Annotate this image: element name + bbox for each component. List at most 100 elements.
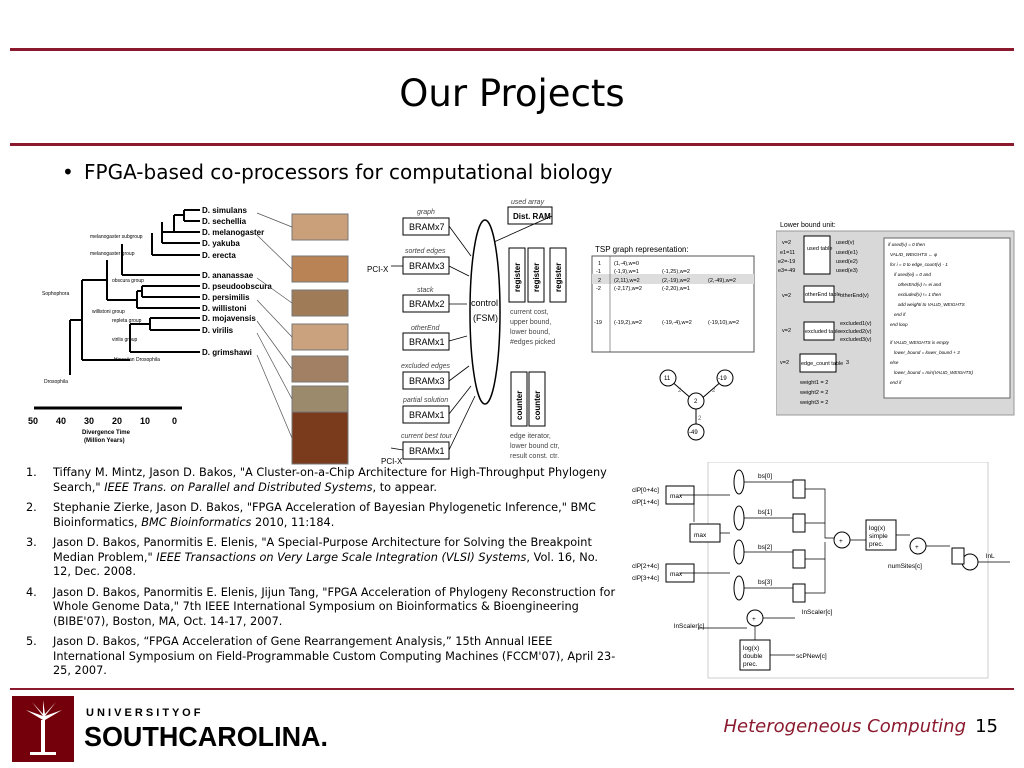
species-label: D. simulans [202, 206, 247, 215]
svg-text:e2=-19: e2=-19 [778, 259, 795, 265]
fly-image [292, 256, 348, 282]
reference-venue: IEEE Transactions on Very Large Scale In… [156, 551, 526, 564]
svg-text:weight1 = 2: weight1 = 2 [799, 380, 828, 386]
fly-image [292, 214, 348, 240]
reference-item: 2.Stephanie Zierke, Jason D. Bakos, "FPG… [26, 501, 616, 530]
bram-name: BRAMx1 [409, 410, 445, 420]
svg-text:(-2,20),w=1: (-2,20),w=1 [662, 286, 690, 292]
bram-caption: sorted edges [405, 248, 446, 255]
group-label: melanogaster group [90, 251, 135, 257]
reference-list: 1.Tiffany M. Mintz, Jason D. Bakos, "A C… [26, 466, 616, 685]
fpga-architecture-diagram: used array Dist. RAM graph BRAMx7 sorted… [365, 196, 587, 466]
page-number: 15 [975, 716, 998, 737]
fly-images [292, 214, 348, 464]
reference-item: 4.Jason D. Bakos, Panormitis E. Elenis, … [26, 586, 616, 630]
node-label: -49 [689, 430, 698, 436]
group-label: virilis group [112, 337, 138, 343]
reference-text: Jason D. Bakos, Panormitis E. Elenis, Ji… [53, 586, 615, 628]
svg-text:used(e3): used(e3) [836, 268, 858, 274]
fly-image [292, 290, 348, 316]
university-logo: U N I V E R S I T Y O F SOUTHCAROLINA. [12, 696, 332, 762]
reference-number: 3. [26, 536, 37, 551]
svg-text:weight3 = 2: weight3 = 2 [799, 400, 828, 406]
phylogeny-tree-figure: melanogaster subgroup melanogaster group… [22, 200, 352, 465]
axis-tick: 0 [172, 416, 177, 426]
control-label: (FSM) [473, 313, 498, 323]
svg-text:v=2: v=2 [782, 240, 791, 246]
fly-image [292, 356, 348, 382]
species-label: D. grimshawi [202, 348, 252, 357]
svg-text:+: + [839, 538, 843, 545]
svg-text:weight2 = 2: weight2 = 2 [799, 390, 828, 396]
svg-text:add weighti to VALID_WEIGHTS: add weighti to VALID_WEIGHTS [898, 302, 966, 307]
svg-text:clP[2+4c]: clP[2+4c] [632, 563, 659, 570]
svg-text:otherEnd(v): otherEnd(v) [840, 293, 869, 299]
svg-text:if used(ei) = 0 and: if used(ei) = 0 and [894, 272, 931, 277]
svg-text:otherEnd(v) != ei and: otherEnd(v) != ei and [898, 282, 941, 287]
svg-text:bs[1]: bs[1] [758, 509, 772, 516]
svg-text:clP[3+4c]: clP[3+4c] [632, 575, 659, 582]
bram-name: BRAMx1 [409, 446, 445, 456]
svg-text:(-19,2),w=2: (-19,2),w=2 [614, 320, 642, 326]
edge-weight: 2 [678, 388, 682, 394]
reference-number: 5. [26, 635, 37, 650]
bram-caption: excluded edges [401, 363, 451, 370]
reference-item: 5. Jason D. Bakos, “FPGA Acceleration of … [26, 635, 616, 679]
bram-caption: partial solution [402, 397, 448, 404]
svg-text:log(x): log(x) [743, 645, 759, 652]
species-label: D. sechellia [202, 217, 247, 226]
species-label: D. persimilis [202, 293, 250, 302]
svg-text:(2,-49),w=2: (2,-49),w=2 [708, 278, 736, 284]
reference-venue: BMC Bioinformatics [141, 516, 251, 529]
bram-caption: otherEnd [411, 325, 441, 332]
svg-text:excluded(v) != 1 then: excluded(v) != 1 then [898, 292, 941, 297]
svg-text:(-1,25),w=2: (-1,25),w=2 [662, 269, 690, 275]
bram-blocks: graph BRAMx7 sorted edges BRAMx3 stack B… [401, 209, 453, 459]
register-label: register [554, 263, 563, 292]
svg-text:lower_bound = lower_bound + 3: lower_bound = lower_bound + 3 [894, 350, 960, 355]
counter-label: counter [533, 391, 542, 420]
svg-text:e1=11: e1=11 [780, 250, 795, 256]
svg-text:for i = 0 to edge_count(v) - 1: for i = 0 to edge_count(v) - 1 [890, 262, 948, 267]
register-notes: current cost, upper bound, lower bound, … [510, 309, 555, 346]
fly-image [292, 412, 348, 464]
footer-course-title: Heterogeneous Computing [724, 716, 967, 737]
register-label: register [513, 263, 522, 292]
svg-text:v=2: v=2 [782, 293, 791, 299]
note: current cost, [510, 309, 549, 316]
group-label: willistoni group [92, 309, 125, 315]
svg-text:+: + [915, 544, 919, 551]
svg-text:if VALID_WEIGHTS is empty: if VALID_WEIGHTS is empty [890, 340, 950, 345]
counter-blocks: counter counter [511, 372, 545, 426]
tsp-title: TSP graph representation: [595, 245, 689, 254]
svg-text:1: 1 [598, 261, 601, 267]
svg-text:max: max [670, 571, 683, 578]
bullet-text: FPGA-based co-processors for computation… [84, 160, 613, 184]
svg-text:(-2,17),w=2: (-2,17),w=2 [614, 286, 642, 292]
bram-caption: stack [417, 287, 434, 294]
logo-line-2: SOUTHCAROLINA. [84, 721, 328, 752]
edge-weight: 2 [698, 416, 702, 422]
svg-text:clP[1+4c]: clP[1+4c] [632, 499, 659, 506]
pci-in-label: PCI-X [367, 265, 389, 274]
footer-rule [10, 688, 1014, 690]
svg-text:prec.: prec. [869, 541, 884, 548]
tsp-graph-figure: TSP graph representation: 1(1,-4),w=0 -1… [590, 242, 770, 442]
svg-text:simple: simple [869, 533, 888, 540]
lower-bound-unit-figure: Lower bound unit: used table v=2 e1=11 e… [776, 218, 1016, 418]
note: upper bound, [510, 319, 551, 326]
svg-text:prec.: prec. [743, 661, 758, 668]
species-label: D. virilis [202, 326, 234, 335]
reference-text: Jason D. Bakos, “FPGA Acceleration of Ge… [53, 635, 615, 677]
svg-text:-2: -2 [596, 286, 601, 292]
table-name: otherEnd table [805, 292, 841, 298]
table-name: edge_count table [801, 361, 843, 367]
svg-text:clP[0+4c]: clP[0+4c] [632, 487, 659, 494]
species-label: D. willistoni [202, 304, 246, 313]
bram-name: BRAMx7 [409, 222, 445, 232]
register-blocks: register register register [509, 248, 566, 302]
svg-text:VALID_WEIGHTS ← φ: VALID_WEIGHTS ← φ [890, 252, 937, 257]
table-name: used table [807, 246, 832, 252]
reference-venue: IEEE Trans. on Parallel and Distributed … [104, 481, 372, 494]
svg-text:bs[2]: bs[2] [758, 544, 772, 551]
